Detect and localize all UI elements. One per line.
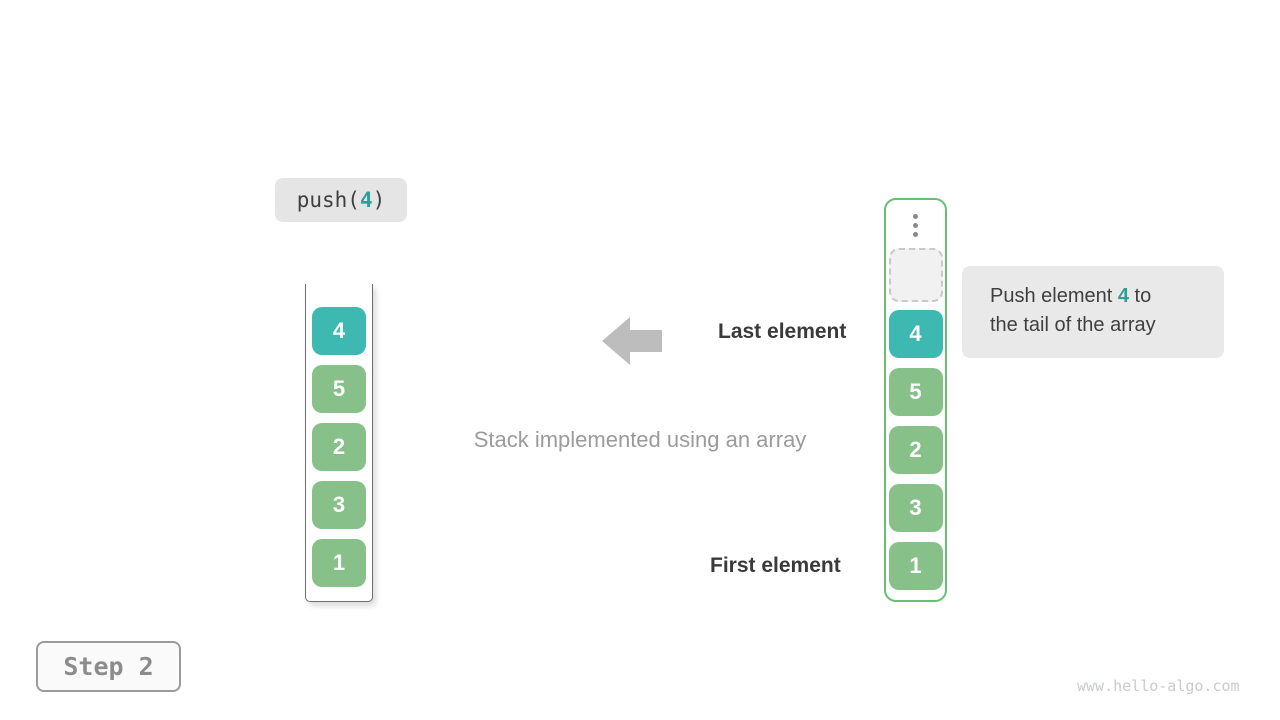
callout-line2: the tail of the array [990,314,1156,336]
last-element-label: Last element [718,320,847,343]
push-label-suffix: ) [372,188,386,212]
array-empty-slot [888,248,943,302]
push-operation-label: push(4) [275,178,407,222]
step-badge: Step 2 [36,641,181,692]
array-cell: 1 [888,542,943,590]
stack-cell: 2 [312,423,366,471]
stack-cell: 1 [312,539,366,587]
stack-cell: 4 [312,307,366,355]
watermark: www.hello-algo.com [1077,677,1240,695]
push-callout: Push element 4 to the tail of the array [962,266,1224,358]
callout-line1: Push element 4 to [990,282,1224,311]
first-element-label: First element [710,554,841,577]
array-cell: 2 [888,426,943,474]
left-arrow-icon [602,317,662,365]
stack-cell: 3 [312,481,366,529]
callout-text: to [1128,285,1152,307]
ellipsis-icon [913,209,918,242]
step-badge-label: Step 2 [63,652,154,681]
array-cell: 4 [888,310,943,358]
stack-container: 4 5 2 3 1 [305,284,373,602]
array-cell: 5 [888,368,943,416]
callout-value: 4 [1117,285,1129,307]
array-cell: 3 [888,484,943,532]
push-label-prefix: push( [296,188,360,212]
callout-text: Push element [990,285,1118,307]
diagram-caption: Stack implemented using an array [473,427,807,452]
push-label-arg: 4 [359,188,373,212]
array-container: 4 5 2 3 1 [884,198,947,602]
stack-cell: 5 [312,365,366,413]
